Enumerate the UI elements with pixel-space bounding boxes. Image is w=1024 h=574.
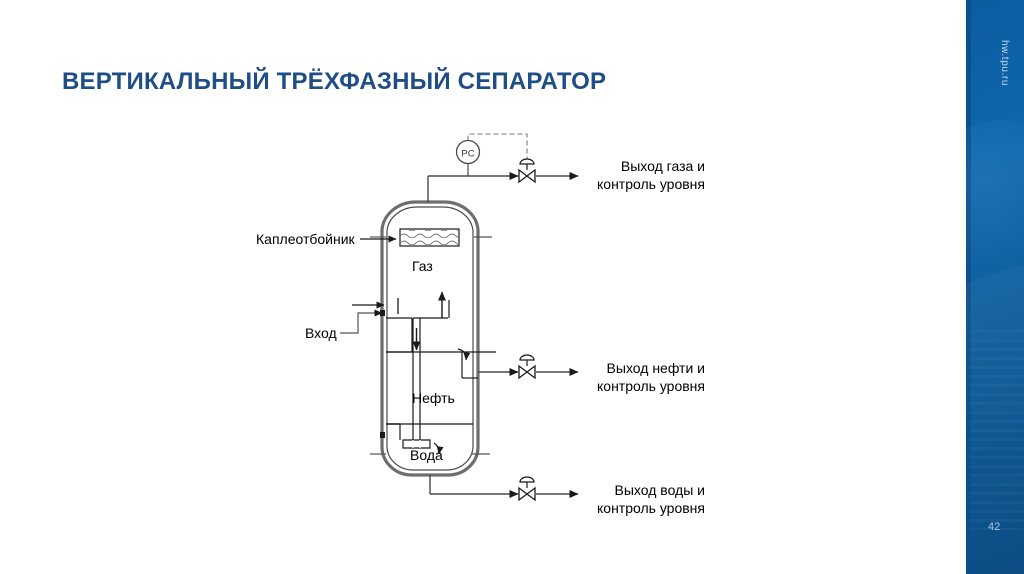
svg-text:PC: PC: [461, 149, 474, 160]
mist-extractor: [399, 228, 460, 247]
gas-control-valve: [518, 158, 536, 184]
water-control-valve: [518, 476, 536, 502]
label-oil-phase: Нефть: [412, 390, 455, 406]
sidebar-texture-circle: [966, 120, 1024, 270]
label-gas-phase: Газ: [412, 258, 433, 274]
label-oil-outlet: Выход нефти и контроль уровня: [405, 359, 705, 395]
label-inlet: Вход: [305, 325, 337, 341]
separator-diagram-svg: PC: [340, 133, 579, 502]
sidebar-url-text: hw.tpu.ru: [999, 40, 1010, 86]
label-water-outlet-line2: контроль уровня: [597, 500, 705, 516]
label-water-phase: Вода: [410, 447, 443, 463]
label-gas-outlet-line1: Выход газа и: [620, 158, 705, 174]
vessel-shell: [380, 200, 480, 477]
pressure-controller-bubble: PC: [455, 133, 528, 176]
inlet-piping: [340, 301, 385, 334]
slide-sidebar: hw.tpu.ru 42: [966, 0, 1024, 574]
vessel-internals: [380, 291, 496, 455]
label-gas-outlet: Выход газа и контроль уровня: [405, 157, 705, 193]
sidebar-texture-stripes: [970, 330, 1024, 530]
oil-control-valve: [518, 354, 536, 380]
gas-outlet-piping: [427, 172, 579, 202]
page-title: ВЕРТИКАЛЬНЫЙ ТРЁХФАЗНЫЙ СЕПАРАТОР: [62, 68, 607, 95]
sidebar-edge-stripe: [966, 0, 971, 574]
label-water-outlet: Выход воды и контроль уровня: [405, 481, 705, 517]
separator-diagram: PC: [256, 133, 705, 517]
label-mist-extractor: Каплеотбойник: [256, 231, 355, 247]
label-water-outlet-line1: Выход воды и: [614, 482, 705, 498]
water-outlet-piping: [429, 475, 579, 498]
label-oil-outlet-line1: Выход нефти и: [606, 360, 705, 376]
label-oil-outlet-line2: контроль уровня: [597, 378, 705, 394]
label-gas-outlet-line2: контроль уровня: [597, 176, 705, 192]
page-number: 42: [988, 521, 1001, 533]
